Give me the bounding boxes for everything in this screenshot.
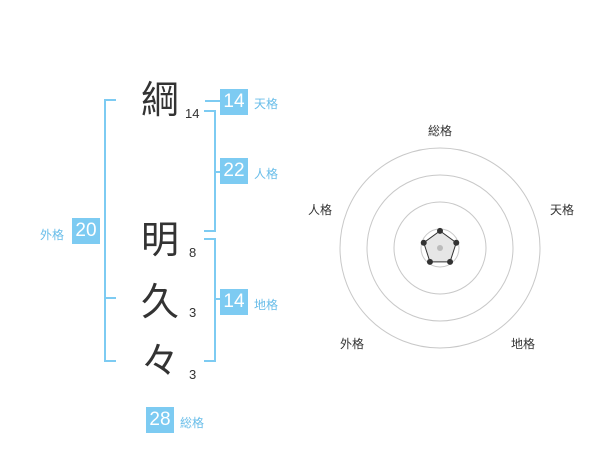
jinkaku-label: 人格 [254, 167, 279, 181]
stroke-count-4: 3 [189, 367, 197, 382]
chikaku-bracket [204, 238, 216, 362]
radar-label-tenkaku: 天格 [550, 203, 575, 217]
jinkaku-connector [214, 171, 220, 173]
chikaku-label: 地格 [254, 298, 279, 312]
tenkaku-label: 天格 [254, 97, 279, 111]
gaikaku-label: 外格 [40, 228, 65, 242]
gaikaku-bracket [104, 99, 116, 362]
radar-label-jinkaku: 人格 [308, 203, 333, 217]
name-char-1: 綱 [140, 78, 179, 122]
chikaku-badge: 14 [220, 289, 248, 315]
stroke-count-1: 14 [185, 106, 200, 121]
radar-point-2 [453, 239, 460, 246]
radar-point-1 [437, 227, 443, 234]
name-char-2: 明 [140, 218, 179, 262]
name-char-3: 久 [140, 280, 179, 324]
soukaku-label: 総格 [180, 416, 205, 430]
radar-ring [393, 201, 487, 295]
radar-point-3 [447, 258, 454, 265]
stroke-count-3: 3 [189, 305, 197, 320]
radar-label-gaikaku: 外格 [340, 337, 365, 351]
tenkaku-badge: 14 [220, 89, 248, 115]
tenkaku-connector [205, 100, 220, 102]
jinkaku-badge: 22 [220, 158, 248, 184]
radar-label-chikaku: 地格 [511, 337, 536, 351]
radar-ring [366, 174, 514, 322]
chikaku-connector [214, 298, 220, 300]
radar-ring [339, 147, 541, 349]
radar-point-5 [420, 239, 427, 246]
soukaku-badge: 28 [146, 407, 174, 433]
stroke-count-2: 8 [189, 245, 197, 260]
radar-label-soukaku: 総格 [428, 124, 453, 138]
radar-point-4 [426, 258, 433, 265]
gaikaku-badge: 20 [72, 218, 100, 244]
gaikaku-bracket-tick [104, 297, 116, 299]
radar-center-dot [437, 245, 443, 251]
name-char-4: 々 [140, 339, 179, 383]
